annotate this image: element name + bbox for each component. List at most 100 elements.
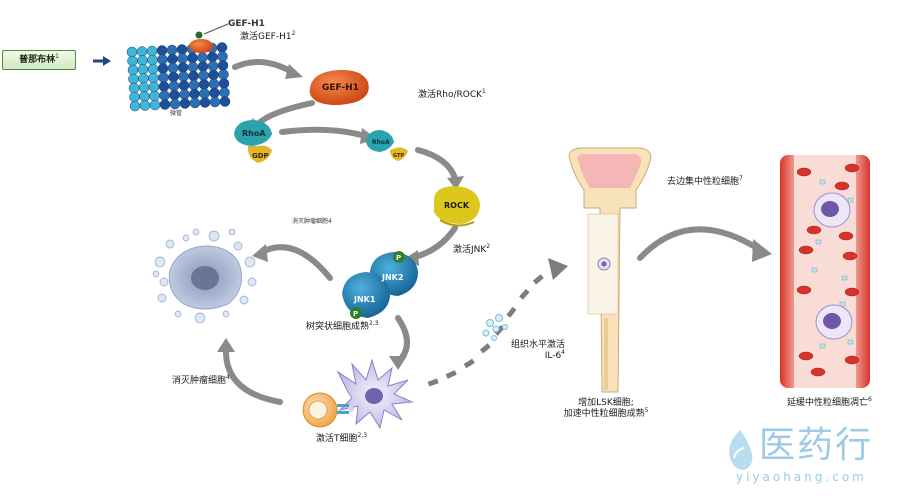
microtubule-subunit [158, 81, 170, 92]
microtubule-subunit [217, 51, 228, 62]
microtubule-subunit [199, 97, 211, 108]
gef-h1-protein-icon [309, 69, 369, 105]
microtubule-subunit [168, 80, 180, 92]
tumor-fragment [152, 270, 160, 278]
microtubule-subunit [188, 70, 199, 82]
dashed-arrow-to-bone [427, 258, 568, 387]
delay-apoptosis-label: 延缓中性粒细胞凋亡6 [787, 396, 872, 409]
tumor-kill-label: 消灭肿瘤细胞4 [172, 374, 230, 387]
red-blood-cell [834, 181, 850, 191]
gtp-label: GTP [393, 153, 404, 159]
microtubule-subunit [187, 61, 199, 73]
jnk2-label: JNK2 [381, 273, 403, 282]
bone-marrow-icon [568, 147, 652, 393]
arrow-tcell-to-tumor [222, 347, 283, 405]
microtubule-subunit [148, 72, 159, 84]
microtubule-subunit [139, 100, 151, 111]
microtubule-subunit [169, 89, 180, 101]
microtubule-subunit [207, 60, 219, 72]
tumor-fragment [222, 310, 230, 318]
jnk1-label: JNK1 [353, 295, 376, 304]
microtubule-subunit [197, 61, 209, 72]
microtubule-subunit [158, 72, 169, 83]
microtubule-subunit [207, 51, 218, 63]
microtubule-subunit [189, 97, 201, 109]
platelet [841, 275, 848, 281]
microtubule-subunit [219, 96, 231, 107]
drug-ref: 1 [55, 53, 59, 60]
microtubule-subunit [146, 45, 158, 57]
microtubule-subunit [218, 78, 230, 89]
tumor-fragment [192, 228, 200, 236]
t-cell-activation-label: 激活T细胞2,3 [316, 432, 368, 445]
microtubule-subunit [167, 62, 179, 74]
tumor-fragment [174, 310, 182, 318]
microtubule-subunit [208, 69, 219, 81]
microtubule-subunit [166, 44, 178, 56]
microtubule-subunit [178, 80, 190, 91]
red-blood-cell [844, 163, 860, 173]
microtubule-subunit [137, 64, 149, 75]
microtubule-subunit [209, 96, 221, 108]
microtubule-subunit [129, 91, 140, 103]
microtubule-subunit [157, 54, 168, 65]
blood-vessel-icon [780, 155, 870, 388]
watermark-logo-icon [729, 430, 753, 470]
microtubule-subunit [149, 99, 161, 111]
platelet [811, 267, 818, 273]
microtubule-subunit [188, 79, 200, 91]
t-cell-icon [302, 392, 354, 428]
microtubule-subunit [218, 69, 229, 80]
arrow-dc-to-tumor [259, 244, 333, 281]
red-blood-cell [810, 367, 826, 377]
tumor-fragment [247, 277, 257, 287]
microtubule-lattice [126, 42, 231, 112]
microtubule-subunit [127, 55, 138, 67]
rhoa-gtp-icon [366, 130, 408, 161]
microtubule-subunit [139, 91, 150, 102]
tumor-fragment [239, 295, 249, 305]
microtubule-subunit [177, 62, 189, 73]
microtubule-subunit [137, 55, 148, 66]
arrow-jnk-to-dc [395, 315, 410, 365]
microtubule-subunit [136, 46, 148, 57]
tumor-fragment [154, 256, 166, 268]
microtubule-subunit [179, 98, 191, 109]
microtubule-subunit [208, 78, 220, 90]
microtubule-subunit [138, 82, 150, 93]
red-blood-cell [798, 245, 814, 255]
microtubule-label: 微管 [170, 110, 183, 117]
rhoa-gdp-icon [234, 120, 272, 163]
platelet [819, 343, 826, 349]
red-blood-cell [796, 167, 812, 177]
red-blood-cell [844, 287, 860, 297]
microtubule-subunit [156, 45, 168, 56]
microtubule-subunit [168, 71, 179, 83]
flow-arrows [222, 59, 763, 405]
microtubule-subunit [129, 100, 141, 112]
drug-name: 普那布林 [19, 55, 56, 65]
il6-cytokine-icon [482, 314, 508, 341]
demarginate-label: 去边集中性粒细胞7 [667, 175, 743, 188]
microtubule-subunit [177, 53, 188, 64]
microtubule-subunit [126, 46, 138, 58]
red-blood-cell [798, 351, 814, 361]
gdp-label: GDP [252, 152, 269, 160]
tumor-fragment [159, 277, 169, 287]
jnk-complex-icon [342, 251, 418, 319]
platelet [847, 339, 854, 345]
lsk-label: 增加LSK细胞;加速中性粒细胞成熟5 [563, 398, 649, 419]
microtubule-subunit [217, 60, 229, 71]
arrow-bone-to-vessel [637, 226, 763, 261]
microtubule-subunit [157, 63, 169, 74]
rhoa-gtp-rhoa-label: RhoA [372, 139, 390, 146]
dendritic-cell-icon [336, 358, 414, 430]
gef-h1-tag: GEF-H1 [228, 19, 265, 29]
microtubule-subunit [147, 63, 159, 75]
tumor-fragment [182, 234, 190, 242]
microtubule-subunit [187, 52, 198, 64]
microtubule-subunit [178, 71, 189, 82]
tumor-fragment [228, 228, 236, 236]
